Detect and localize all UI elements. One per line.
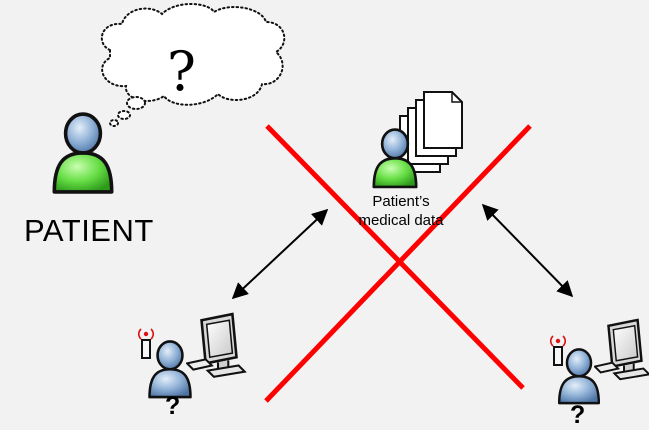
medical-documents-icon (399, 91, 463, 173)
antenna-icon (549, 335, 567, 366)
red-cross-icon (264, 124, 532, 403)
antenna-icon (137, 328, 155, 359)
medical-data-label-line2: medical data (358, 212, 444, 229)
computer-icon (594, 318, 649, 381)
left-exchange-arrow (231, 208, 329, 300)
computer-icon (186, 312, 247, 379)
patient-label: PATIENT (24, 213, 154, 248)
third-party-person-icon (557, 348, 601, 405)
medical-data-label-line1: Patient’s (372, 193, 430, 210)
third-party-person-icon (148, 340, 192, 399)
unknown-party-left-question-mark: ? (165, 392, 181, 420)
medical-data-label: Patient’s medical data (340, 192, 462, 230)
unknown-party-right-question-mark: ? (570, 401, 586, 429)
right-exchange-arrow (481, 203, 574, 298)
patient-person-icon (52, 112, 114, 194)
third-party-left (137, 312, 247, 399)
third-party-right (549, 318, 649, 405)
thought-question-mark: ? (167, 40, 196, 103)
thought-cloud (100, 3, 286, 127)
